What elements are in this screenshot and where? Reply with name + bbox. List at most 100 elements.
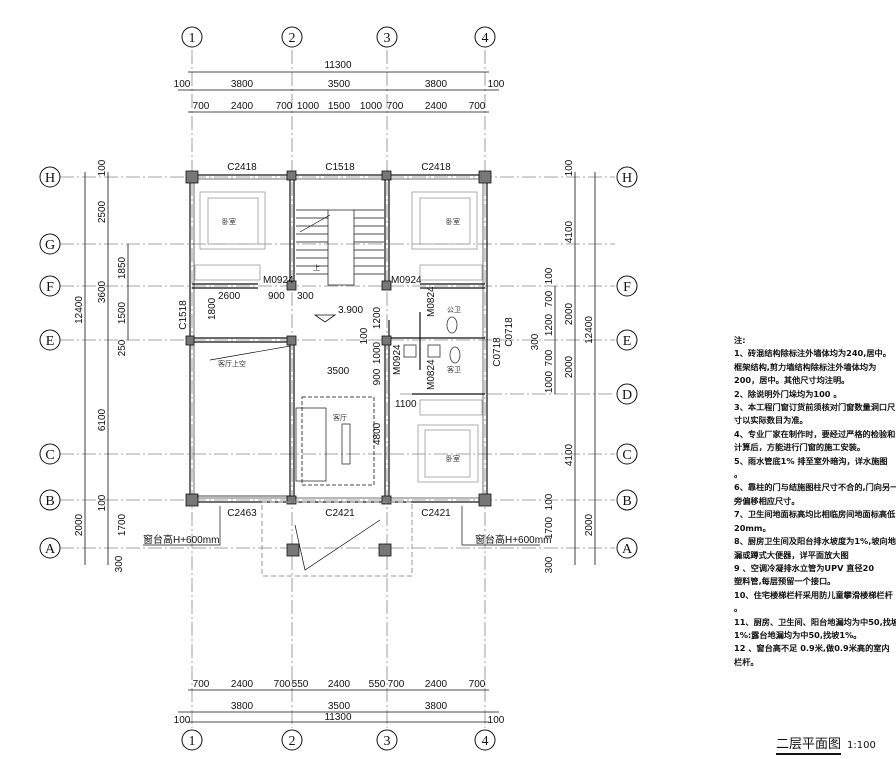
axis-label-h: H: [45, 171, 55, 186]
note-line: 塑料管,每层预留一个接口。: [734, 576, 836, 587]
axis-labels: 1 2 3 4 1 2 3 4 H G F E C B A H F E D C …: [45, 31, 633, 749]
dim: 1500: [117, 301, 128, 324]
axis-label-1-bottom: 1: [189, 734, 196, 749]
dim: 100: [544, 493, 555, 510]
note-line: 漏或蹲式大便器，详平面放大图: [734, 549, 849, 560]
window-labels: C2418 C1518 C2418 C1518 C0718 C0718 C246…: [178, 162, 515, 519]
window-label: C1518: [325, 162, 355, 173]
drawing-scale: 1:100: [847, 740, 876, 751]
axis-label-e: E: [46, 334, 55, 349]
dim: 2400: [231, 101, 254, 112]
dim: 1000: [544, 370, 555, 393]
note-line: 寸以实际数目为准。: [734, 415, 808, 426]
dim: 3500: [328, 701, 351, 712]
interior-dimensions: 2600 900 300 1800 3500 4800 1100 1200 10…: [207, 291, 417, 445]
note-line: 栏杆。: [734, 656, 759, 667]
dim: 100: [564, 159, 575, 176]
note-line: 200，居中。其他尺寸均注明。: [734, 375, 850, 386]
axis-label-g: G: [45, 238, 55, 253]
axis-label-2: 2: [289, 31, 296, 46]
room-public-wc: 公卫: [447, 306, 461, 314]
dim: 2600: [218, 291, 241, 302]
dim: 1200: [372, 306, 383, 329]
note-line: 旁偏移相应尺寸。: [734, 495, 800, 506]
room-bedroom: 卧室: [222, 217, 236, 226]
note-line: 10、住宅楼梯栏杆采用防儿童攀滑楼梯栏杆: [734, 589, 893, 600]
axis-label-3: 3: [384, 31, 391, 46]
dim: 250: [117, 339, 128, 356]
axis-label-f: F: [46, 280, 54, 295]
room-labels: 卧室 卧室 卧室 客厅 客厅上空 公卫 客卫: [218, 217, 461, 463]
axis-label-e-right: E: [623, 334, 632, 349]
note-line: 3、本工程门窗订货前须核对门窗数量洞口尺: [734, 402, 896, 413]
dim: 6100: [97, 408, 108, 431]
dim: 4800: [372, 422, 383, 445]
note-line: 。: [734, 469, 743, 480]
dim: 550: [369, 679, 386, 690]
room-guest-wc: 客卫: [447, 365, 461, 374]
dim: 900: [372, 368, 383, 385]
window-label: C2421: [325, 508, 355, 519]
dim: 2400: [231, 679, 254, 690]
room-living-void: 客厅上空: [218, 359, 246, 368]
note-line: 12 、窗台高不足 0.9米,做0.9米高的室内: [734, 643, 890, 654]
axis-label-3-bottom: 3: [384, 734, 391, 749]
window-label: C0718: [504, 317, 515, 347]
dim: 2400: [425, 101, 448, 112]
dim: 700: [193, 101, 210, 112]
axis-bubbles: [39, 26, 638, 751]
note-line: 框架结构,剪力墙结构除标注外墙体均为: [734, 361, 877, 372]
stairs: [296, 209, 384, 286]
axis-label-h-right: H: [622, 171, 632, 186]
room-bedroom: 卧室: [446, 217, 460, 226]
dim: 1000: [360, 101, 383, 112]
dim: 3800: [231, 701, 254, 712]
drawing-title-text: 二层平面图: [776, 737, 842, 755]
dim: 700: [274, 679, 291, 690]
axis-label-a-right: A: [622, 542, 633, 557]
dim: 700: [276, 101, 293, 112]
balcony-outline: [261, 501, 413, 577]
dim: 300: [297, 291, 314, 302]
dim: 3500: [327, 366, 350, 377]
dim: 2000: [564, 355, 575, 378]
dim: 4100: [564, 220, 575, 243]
note-line: 计算后，方能进行门窗的施工安装。: [734, 442, 866, 453]
dim: 700: [193, 679, 210, 690]
note-line: 9 、空调冷凝排水立管为UPV 直径20: [734, 562, 875, 573]
dim: 4100: [564, 443, 575, 466]
dim-total-top: 11300: [324, 60, 352, 71]
dim: 700: [544, 349, 555, 366]
dim: 12400: [74, 296, 85, 324]
dim: 100: [488, 79, 505, 90]
dim: 2000: [74, 513, 85, 536]
axis-label-b-right: B: [622, 494, 631, 509]
note-line: 11、厨房、卫生间、阳台地漏均为中50,找坡: [734, 616, 896, 627]
door-label: M0824: [426, 359, 437, 390]
sill-note-left: 窗台高H+600mm: [143, 533, 219, 546]
room-bedroom: 卧室: [446, 454, 460, 463]
note-line: 20mm。: [734, 522, 771, 533]
dim: 3800: [231, 79, 254, 90]
dim: 1700: [544, 516, 555, 539]
dim: 2500: [97, 200, 108, 223]
dim: 300: [544, 556, 555, 573]
drawing-title: 二层平面图 1:100: [776, 733, 876, 755]
dim: 700: [388, 679, 405, 690]
dim-total-bottom: 11300: [324, 712, 352, 723]
bottom-dimensions: 700 2400 700 550 2400 550 700 2400 700 1…: [174, 679, 505, 726]
note-line: 6、靠柱的门与结施图柱尺寸不合的,门向另一: [734, 482, 896, 493]
level-value: 3.900: [338, 305, 363, 316]
window-label: C1518: [178, 300, 189, 330]
door-label: M0824: [426, 286, 437, 317]
dim: 700: [469, 101, 486, 112]
note-line: 1%:露台地漏均为中50,找坡1%。: [734, 629, 862, 640]
dim: 100: [97, 159, 108, 176]
note-line: 4、专业厂家在制作时，要经过严格的检验和: [734, 428, 896, 439]
dimension-lines: [84, 71, 596, 723]
dim: 1700: [117, 513, 128, 536]
columns: [185, 170, 492, 557]
door-labels: M0924 M0924 M0824 M0924 M0824: [263, 275, 437, 390]
sill-leaders: [143, 506, 540, 546]
